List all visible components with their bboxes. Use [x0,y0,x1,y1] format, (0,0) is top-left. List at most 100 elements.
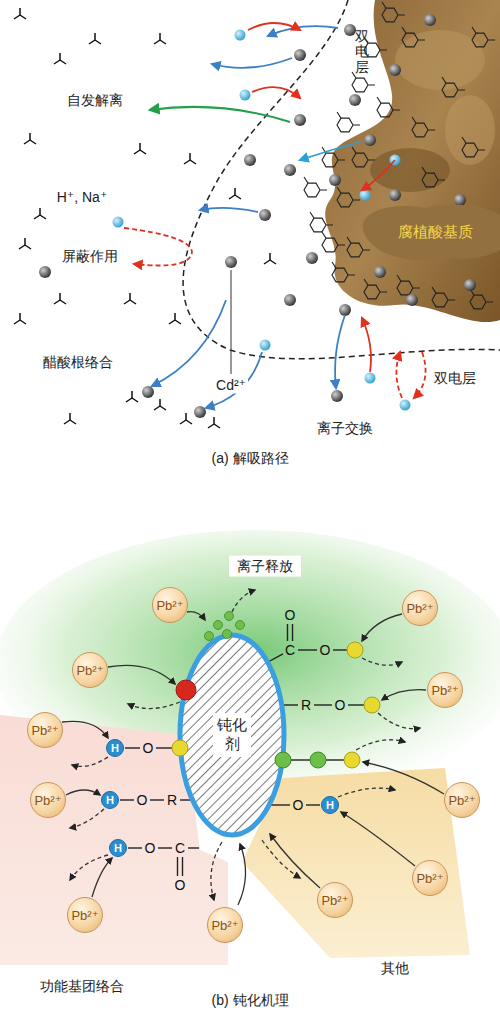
cadmium-ion [406,294,418,306]
ion-label: Pb²⁺ [406,601,433,616]
cadmium-ion [389,64,401,76]
hydrogen-atom: H [106,739,124,757]
cadmium-ion [364,134,376,146]
leader-line [231,270,232,374]
ion-label: Pb²⁺ [156,598,183,613]
atom-label: O [293,797,304,814]
released-ion [225,612,234,621]
atom-label: H [114,842,122,854]
acetate-symbol [14,313,26,324]
other-region [242,768,470,958]
release-arrows [70,590,420,900]
layer-label: 双电层 [355,29,369,75]
bond [188,847,199,848]
cadmium-ion [39,266,51,278]
lead-ion: Pb²⁺ [444,782,480,818]
cadmium-ion [306,252,318,264]
atom-label: O [285,607,296,624]
cadmium-ion [344,24,356,36]
cation [400,400,411,411]
cadmium-ion [374,266,386,278]
cation [365,373,376,384]
acetate-symbol [229,188,241,199]
lead-ion: Pb²⁺ [30,782,66,818]
ring-structure [402,27,425,47]
cadmium-ion [259,209,271,221]
hydrogen-atom: H [101,791,119,809]
lead-ion: Pb²⁺ [412,860,448,896]
node-label: 钝化剂 [213,713,251,757]
released-ion [205,632,214,641]
bond [125,747,140,748]
acetate-symbol [89,33,101,44]
passivator-body: 钝化剂 [177,632,287,838]
bond [326,759,344,760]
atom-label: H [106,794,114,806]
ring-structures [304,2,495,309]
matrix-texture [445,95,495,165]
ring-structure [352,147,375,167]
passivator-ellipse [180,635,284,835]
bond [306,804,320,805]
ring-structure [397,275,420,295]
ring-structure [472,27,495,47]
acetate-symbol [54,293,66,304]
bond [348,704,364,705]
acetate-symbol [154,33,166,44]
acetate-symbol [169,313,181,324]
ion-label: Pb²⁺ [448,793,475,808]
ring-structure [322,232,345,252]
cadmium-ion [225,256,237,268]
bond [291,759,310,760]
lead-ion: Pb²⁺ [317,882,353,918]
ring-structure [347,237,370,257]
ring-structure [442,77,465,97]
bond [314,704,332,705]
cadmium-ion [294,114,306,126]
acetate-symbol [34,208,46,219]
cation [360,190,371,201]
atom-label: R [167,792,177,809]
acetate-symbol [134,143,146,154]
hydrogen-atom: H [321,796,339,814]
humic-matrix: 腐植酸基质 [355,200,500,264]
region-title: 功能基团络合 [40,978,124,995]
path-label: 自发解离 [65,92,125,109]
binding-site [310,752,326,768]
ring-structure [462,137,485,157]
ring-structure [310,212,333,232]
lead-ion: Pb²⁺ [152,587,188,623]
lead-ion: Pb²⁺ [67,897,103,933]
bond [156,747,172,748]
released-ion [214,621,223,630]
ion-label: Pb²⁺ [34,793,61,808]
region-title: 其他 [381,960,409,977]
atom-label: C [285,642,295,659]
binding-site [347,642,363,658]
released-ion [223,630,232,639]
ring-structure [422,167,445,187]
cadmium-ion [389,189,401,201]
binding-site [364,697,380,713]
ring-structure [352,72,375,92]
bonds [120,624,364,876]
layer-label: 双电层 [432,370,478,387]
acetate-symbol [14,8,26,19]
cation [260,340,271,351]
region-title: 离子释放 [229,556,301,577]
binding-site [176,680,196,700]
cation [113,217,124,228]
cadmium-ion [424,14,436,26]
cadmium-ion [284,294,296,306]
matrix-texture [395,30,485,90]
bond [292,624,293,641]
matrix-texture [370,148,450,192]
atom-label: O [335,697,346,714]
lead-ion: Pb²⁺ [427,672,463,708]
bond [158,847,172,848]
ion-label: Pb²⁺ [71,908,98,923]
ion-label: Pb²⁺ [431,683,458,698]
atom-label: R [301,697,311,714]
binding-site [172,740,188,756]
ring-structure [432,287,455,307]
